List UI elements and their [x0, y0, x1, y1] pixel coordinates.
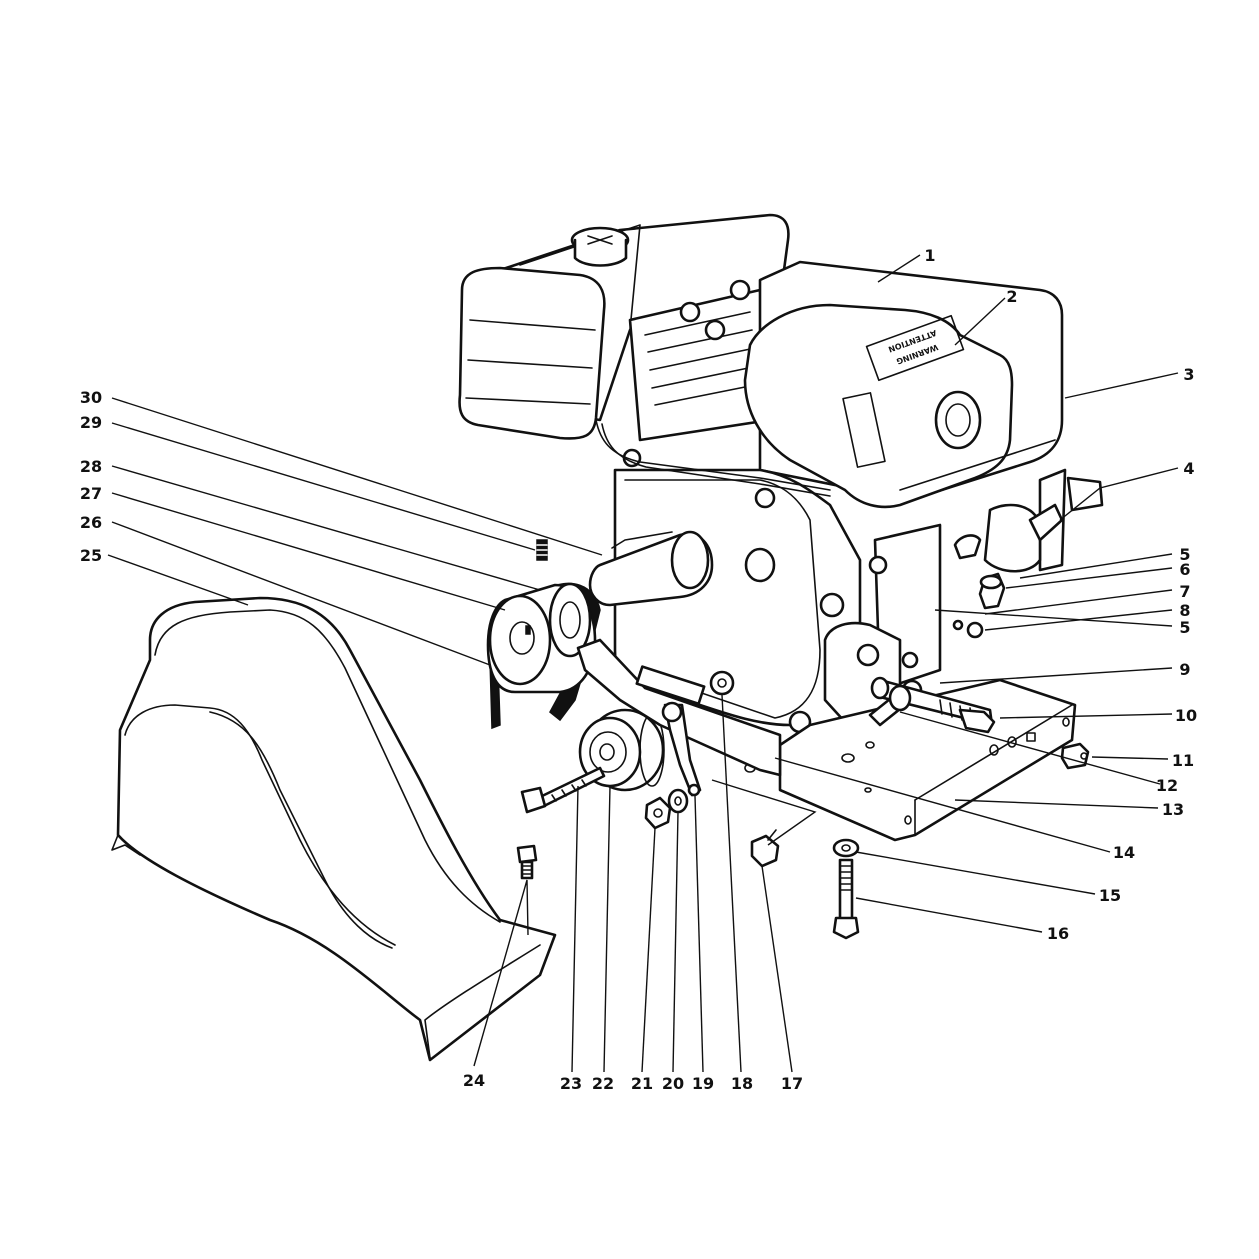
small-hardware: [516, 555, 1090, 940]
leader-19: [694, 795, 704, 1073]
leader-22: [603, 785, 611, 1073]
callout-12: 12: [1156, 776, 1178, 795]
callout-23: 23: [560, 1074, 582, 1093]
callout-26: 26: [80, 513, 102, 532]
callout-17: 17: [781, 1074, 803, 1093]
callout-15: 15: [1099, 886, 1121, 905]
callout-labels: 1 2 3 4 5 6 7 8 5 9 10 11 12 13 14 15 16…: [80, 246, 1197, 1093]
engine-base-frame: [744, 678, 1077, 842]
leader-29: [111, 422, 536, 551]
leader-3: [1064, 372, 1179, 399]
leader-25: [107, 554, 249, 606]
callout-29: 29: [80, 413, 102, 432]
leader-1: [877, 254, 921, 283]
leader-10: [999, 713, 1173, 719]
callout-7: 7: [1179, 582, 1190, 601]
leader-4: [1059, 467, 1179, 521]
callout-3: 3: [1183, 365, 1194, 384]
leader-11: [1091, 756, 1169, 760]
callout-9: 9: [1179, 660, 1190, 679]
callout-10: 10: [1175, 706, 1197, 725]
callout-16: 16: [1047, 924, 1069, 943]
leader-21: [641, 827, 656, 1073]
callout-24: 24: [463, 1071, 485, 1090]
callout-13: 13: [1162, 800, 1184, 819]
callout-22: 22: [592, 1074, 614, 1093]
leader-9: [939, 667, 1173, 684]
callout-8: 8: [1179, 601, 1190, 620]
leader-7: [984, 589, 1173, 615]
leader-2: [954, 297, 1006, 346]
leader-5a: [1019, 553, 1173, 579]
callout-11: 11: [1172, 751, 1194, 770]
callout-14: 14: [1113, 843, 1135, 862]
leader-6: [1005, 567, 1173, 589]
leader-16: [855, 897, 1043, 933]
leader-23: [571, 785, 579, 1073]
callout-5a: 5: [1179, 545, 1190, 564]
set-screw: [536, 539, 548, 561]
callout-25: 25: [80, 546, 102, 565]
callout-27: 27: [80, 484, 102, 503]
leader-lines: [107, 254, 1179, 1073]
leader-26: [111, 521, 491, 666]
callout-18: 18: [731, 1074, 753, 1093]
idler-bolt: [520, 766, 606, 814]
leader-18: [721, 694, 742, 1073]
leader-20: [672, 811, 679, 1073]
leader-15: [855, 851, 1096, 895]
callout-28: 28: [80, 457, 102, 476]
callout-19: 19: [692, 1074, 714, 1093]
callout-2: 2: [1006, 287, 1017, 306]
leader-5b: [934, 609, 1173, 627]
callout-20: 20: [662, 1074, 684, 1093]
engine: WARNING ATTENTION: [458, 213, 1104, 734]
callout-5b: 5: [1179, 618, 1190, 637]
leader-12: [899, 711, 1161, 785]
callout-6: 6: [1179, 560, 1190, 579]
idler-arm: [576, 638, 782, 797]
leader-24: [473, 879, 529, 1067]
leader-14: [774, 757, 1111, 853]
leader-28: [111, 465, 541, 591]
engine-pulley: [486, 582, 597, 694]
leader-30: [111, 397, 603, 556]
callout-21: 21: [631, 1074, 653, 1093]
callout-1: 1: [924, 246, 935, 265]
callout-30: 30: [80, 388, 102, 407]
belt-guard: [111, 596, 557, 1062]
leader-27: [111, 492, 506, 611]
callout-4: 4: [1183, 459, 1194, 478]
leader-13: [954, 799, 1159, 809]
leader-17: [711, 779, 817, 1073]
